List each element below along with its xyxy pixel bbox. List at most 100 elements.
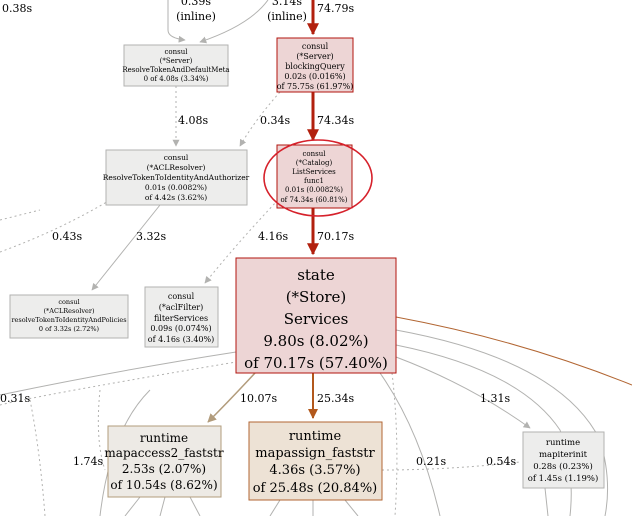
edge-bottom-stub-6[interactable] bbox=[344, 499, 359, 516]
node-mapassign-faststr[interactable]: runtime mapassign_faststr 4.36s (3.57%) … bbox=[248, 421, 383, 501]
node-mapaccess2-faststr[interactable]: runtime mapaccess2_faststr 2.53s (2.07%)… bbox=[104, 425, 224, 498]
edge-left-174[interactable] bbox=[97, 389, 106, 471]
node-line: (*Catalog) bbox=[296, 159, 333, 167]
edge-bottom-stub-3[interactable] bbox=[189, 496, 201, 516]
node-acl-filter-filter-services[interactable]: consul (*aclFilter) filterServices 0.09s… bbox=[144, 286, 219, 348]
highlight-circle bbox=[263, 139, 373, 217]
svg-text:(*aclFilter): (*aclFilter) bbox=[159, 303, 204, 312]
svg-text:of 74.34s (60.81%): of 74.34s (60.81%) bbox=[280, 196, 347, 204]
edge-left-dotted-down[interactable] bbox=[29, 399, 46, 516]
edge-label-left-031: 0.31s bbox=[0, 392, 30, 405]
svg-text:runtime: runtime bbox=[140, 431, 188, 445]
edge-mid-021[interactable] bbox=[391, 372, 398, 516]
node-resolve-token-to-identity-and-policies[interactable]: consul (*ACLResolver) resolveTokenToIden… bbox=[9, 294, 129, 339]
edge-label-inline-1-note: (inline) bbox=[176, 10, 216, 23]
edge-authorizer-to-policies[interactable] bbox=[91, 204, 161, 291]
edge-label-store-to-mapiterinit: 1.31s bbox=[480, 392, 510, 405]
node-line: runtime bbox=[140, 431, 188, 445]
svg-text:(*ACLResolver): (*ACLResolver) bbox=[147, 163, 206, 172]
node-catalog-list-services-func1[interactable]: consul (*Catalog) ListServices func1 0.0… bbox=[276, 144, 353, 209]
edge-label-into-blocking: 74.79s bbox=[317, 2, 354, 15]
node-line: state bbox=[297, 266, 335, 284]
node-line: func1 bbox=[304, 177, 324, 185]
node-line: consul bbox=[168, 292, 195, 301]
edge-store-to-bottom-mid[interactable] bbox=[379, 372, 441, 516]
edge-store-right-gray-1[interactable] bbox=[395, 329, 609, 516]
svg-text:0.09s (0.074%): 0.09s (0.074%) bbox=[150, 324, 211, 333]
node-blocking-query[interactable]: consul (*Server) blockingQuery 0.02s (0.… bbox=[276, 37, 354, 93]
svg-text:(*Store): (*Store) bbox=[286, 288, 347, 306]
svg-text:mapassign_faststr: mapassign_faststr bbox=[255, 446, 375, 461]
edge-label-catalog-to-store: 70.17s bbox=[317, 230, 354, 243]
node-line: runtime bbox=[546, 438, 580, 448]
edge-bottom-stub-7[interactable] bbox=[544, 487, 549, 516]
edge-far-left-dotted[interactable] bbox=[0, 209, 41, 221]
svg-text:of 10.54s (8.62%): of 10.54s (8.62%) bbox=[110, 478, 217, 492]
svg-text:of 25.48s (20.84%): of 25.48s (20.84%) bbox=[253, 481, 378, 496]
node-line: 0.09s (0.074%) bbox=[150, 324, 211, 333]
edge-blocking-to-authorizer[interactable] bbox=[239, 91, 281, 147]
node-line: ListServices bbox=[292, 168, 336, 176]
edge-bottom-stub-4[interactable] bbox=[269, 499, 281, 516]
svg-text:consul: consul bbox=[58, 298, 79, 306]
svg-text:mapiterinit: mapiterinit bbox=[539, 450, 588, 460]
edge-label-to-acl-filter: 4.16s bbox=[258, 230, 288, 243]
svg-text:of 1.45s (1.19%): of 1.45s (1.19%) bbox=[528, 473, 599, 484]
edge-mapassign-to-right[interactable] bbox=[381, 461, 521, 471]
node-line: of 10.54s (8.62%) bbox=[110, 478, 217, 492]
edge-label-inline-1-time: 0.39s bbox=[181, 0, 211, 8]
svg-text:0 of 3.32s (2.72%): 0 of 3.32s (2.72%) bbox=[39, 325, 100, 333]
node-line: blockingQuery bbox=[285, 62, 345, 71]
node-line: resolveTokenToIdentityAndPolicies bbox=[11, 316, 126, 324]
node-line: Services bbox=[284, 310, 349, 328]
edge-label-store-to-mapassign: 25.34s bbox=[317, 392, 354, 405]
svg-text:4.36s (3.57%): 4.36s (3.57%) bbox=[269, 463, 360, 478]
node-store-services[interactable]: state (*Store) Services 9.80s (8.02%) of… bbox=[235, 257, 397, 374]
svg-text:ResolveTokenToIdentityAndAutho: ResolveTokenToIdentityAndAuthorizer bbox=[103, 173, 250, 182]
edge-bottom-stub-2[interactable] bbox=[159, 496, 166, 516]
edge-labels: 0.38s 0.39s (inline) 3.14s (inline) 74.7… bbox=[0, 0, 516, 468]
node-line: 0 of 3.32s (2.72%) bbox=[39, 325, 100, 333]
svg-text:state: state bbox=[297, 266, 335, 284]
svg-text:0.02s (0.016%): 0.02s (0.016%) bbox=[284, 72, 345, 81]
edge-inline-into-meta[interactable] bbox=[167, 0, 186, 43]
svg-text:runtime: runtime bbox=[546, 438, 580, 448]
svg-text:9.80s (8.02%): 9.80s (8.02%) bbox=[263, 332, 368, 350]
node-line: ResolveTokenToIdentityAndAuthorizer bbox=[103, 173, 250, 182]
edge-label-left-174: 1.74s bbox=[73, 455, 103, 468]
edge-left-043[interactable] bbox=[0, 199, 111, 253]
node-line: of 70.17s (57.40%) bbox=[244, 354, 388, 372]
edge-store-to-mapiterinit[interactable] bbox=[395, 356, 531, 429]
node-mapiterinit[interactable]: runtime mapiterinit 0.28s (0.23%) of 1.4… bbox=[522, 431, 605, 489]
node-line: mapassign_faststr bbox=[255, 446, 375, 461]
node-line: (*Server) bbox=[296, 52, 333, 61]
svg-text:(*Server): (*Server) bbox=[160, 57, 193, 65]
edge-store-left-long[interactable] bbox=[0, 351, 237, 396]
node-line: 4.36s (3.57%) bbox=[269, 463, 360, 478]
node-line: of 25.48s (20.84%) bbox=[253, 481, 378, 496]
svg-text:consul: consul bbox=[302, 42, 329, 51]
edge-label-mid-021: 0.21s bbox=[416, 455, 446, 468]
edge-label-store-to-mapaccess: 10.07s bbox=[240, 392, 277, 405]
node-line: consul bbox=[58, 298, 79, 306]
edge-left-031[interactable] bbox=[0, 361, 237, 406]
svg-text:(*ACLResolver): (*ACLResolver) bbox=[43, 307, 94, 315]
edge-catalog-to-filter[interactable] bbox=[204, 199, 279, 284]
node-line: (*aclFilter) bbox=[159, 303, 204, 312]
edge-label-right-054: 0.54s bbox=[486, 455, 516, 468]
node-resolve-token-and-default-meta[interactable]: consul (*Server) ResolveTokenAndDefaultM… bbox=[122, 44, 230, 87]
edge-store-right-brown[interactable] bbox=[395, 316, 632, 386]
node-line: ResolveTokenAndDefaultMeta bbox=[122, 66, 229, 74]
node-line: of 75.75s (61.97%) bbox=[277, 82, 354, 91]
edge-store-to-mapaccess[interactable] bbox=[207, 372, 256, 423]
node-resolve-token-to-identity-and-authorizer[interactable]: consul (*ACLResolver) ResolveTokenToIden… bbox=[103, 149, 250, 206]
svg-text:runtime: runtime bbox=[289, 429, 342, 444]
edge-bottom-stub-1[interactable] bbox=[124, 496, 141, 516]
svg-text:Services: Services bbox=[284, 310, 349, 328]
node-line: filterServices bbox=[154, 314, 208, 323]
node-line: consul bbox=[164, 153, 189, 162]
svg-text:ListServices: ListServices bbox=[292, 168, 336, 176]
edge-inline-2-into-meta[interactable] bbox=[199, 0, 269, 44]
